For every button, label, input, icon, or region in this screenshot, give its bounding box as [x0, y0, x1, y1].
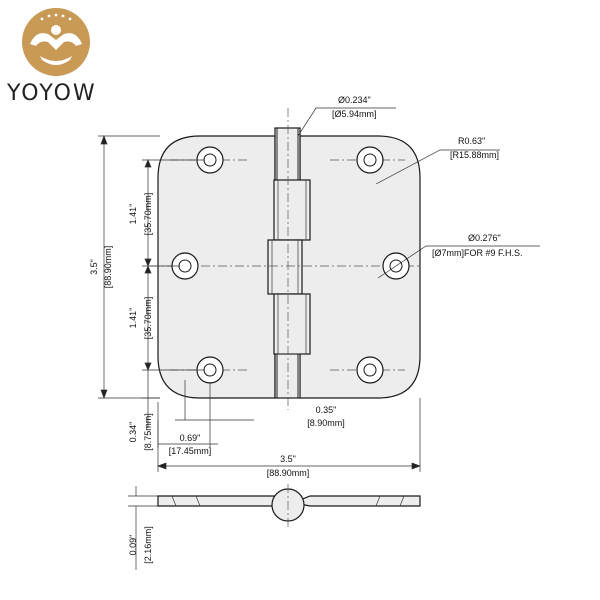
overall-height-mm: [88.90mm]	[103, 246, 113, 289]
hole-spacing-lower-in: 1.41"	[128, 308, 138, 329]
overall-width-in: 3.5"	[280, 454, 296, 464]
overall-width-mm: [88.90mm]	[267, 468, 310, 478]
hinge-front-view	[150, 108, 421, 410]
edge-offset-outer-mm: [17.45mm]	[169, 446, 212, 456]
corner-radius-in: R0.63"	[458, 136, 485, 146]
hole-spacing-upper-mm: [35.70mm]	[143, 193, 153, 236]
hole-spacing-lower-mm: [35.70mm]	[143, 297, 153, 340]
right-leaf	[299, 135, 421, 399]
knuckle-segments	[267, 179, 311, 398]
brand-logo: YOYOW	[6, 8, 97, 106]
screw-hole-mm: [Ø7mm]FOR #9 F.H.S.	[432, 248, 523, 258]
hinge-side-view	[157, 484, 421, 530]
screw-hole-top-right	[356, 146, 384, 174]
dimension-labels: Ø0.234" [Ø5.94mm] R0.63" [R15.88mm] Ø0.2…	[89, 95, 523, 564]
pin-diameter-in: Ø0.234"	[338, 95, 371, 105]
edge-offset-outer-in: 0.69"	[180, 433, 201, 443]
brand-name: YOYOW	[6, 81, 97, 106]
screw-holes	[171, 146, 410, 384]
hole-spacing-upper-in: 1.41"	[128, 204, 138, 225]
bottom-offset-mm: [8.75mm]	[143, 413, 153, 451]
bottom-offset-in: 0.34"	[128, 422, 138, 443]
screw-hole-in: Ø0.276"	[468, 233, 501, 243]
left-leaf	[157, 135, 276, 399]
dimension-lines	[98, 107, 540, 570]
corner-radius-mm: [R15.88mm]	[450, 150, 499, 160]
screw-hole-bottom-right	[356, 356, 384, 384]
overall-height-in: 3.5"	[89, 259, 99, 275]
edge-offset-inner-in: 0.35"	[316, 405, 337, 415]
pin-diameter-mm: [Ø5.94mm]	[332, 109, 377, 119]
thickness-mm: [2.16mm]	[143, 526, 153, 564]
edge-offset-inner-mm: [8.90mm]	[307, 418, 345, 428]
thickness-in: 0.09"	[128, 535, 138, 556]
